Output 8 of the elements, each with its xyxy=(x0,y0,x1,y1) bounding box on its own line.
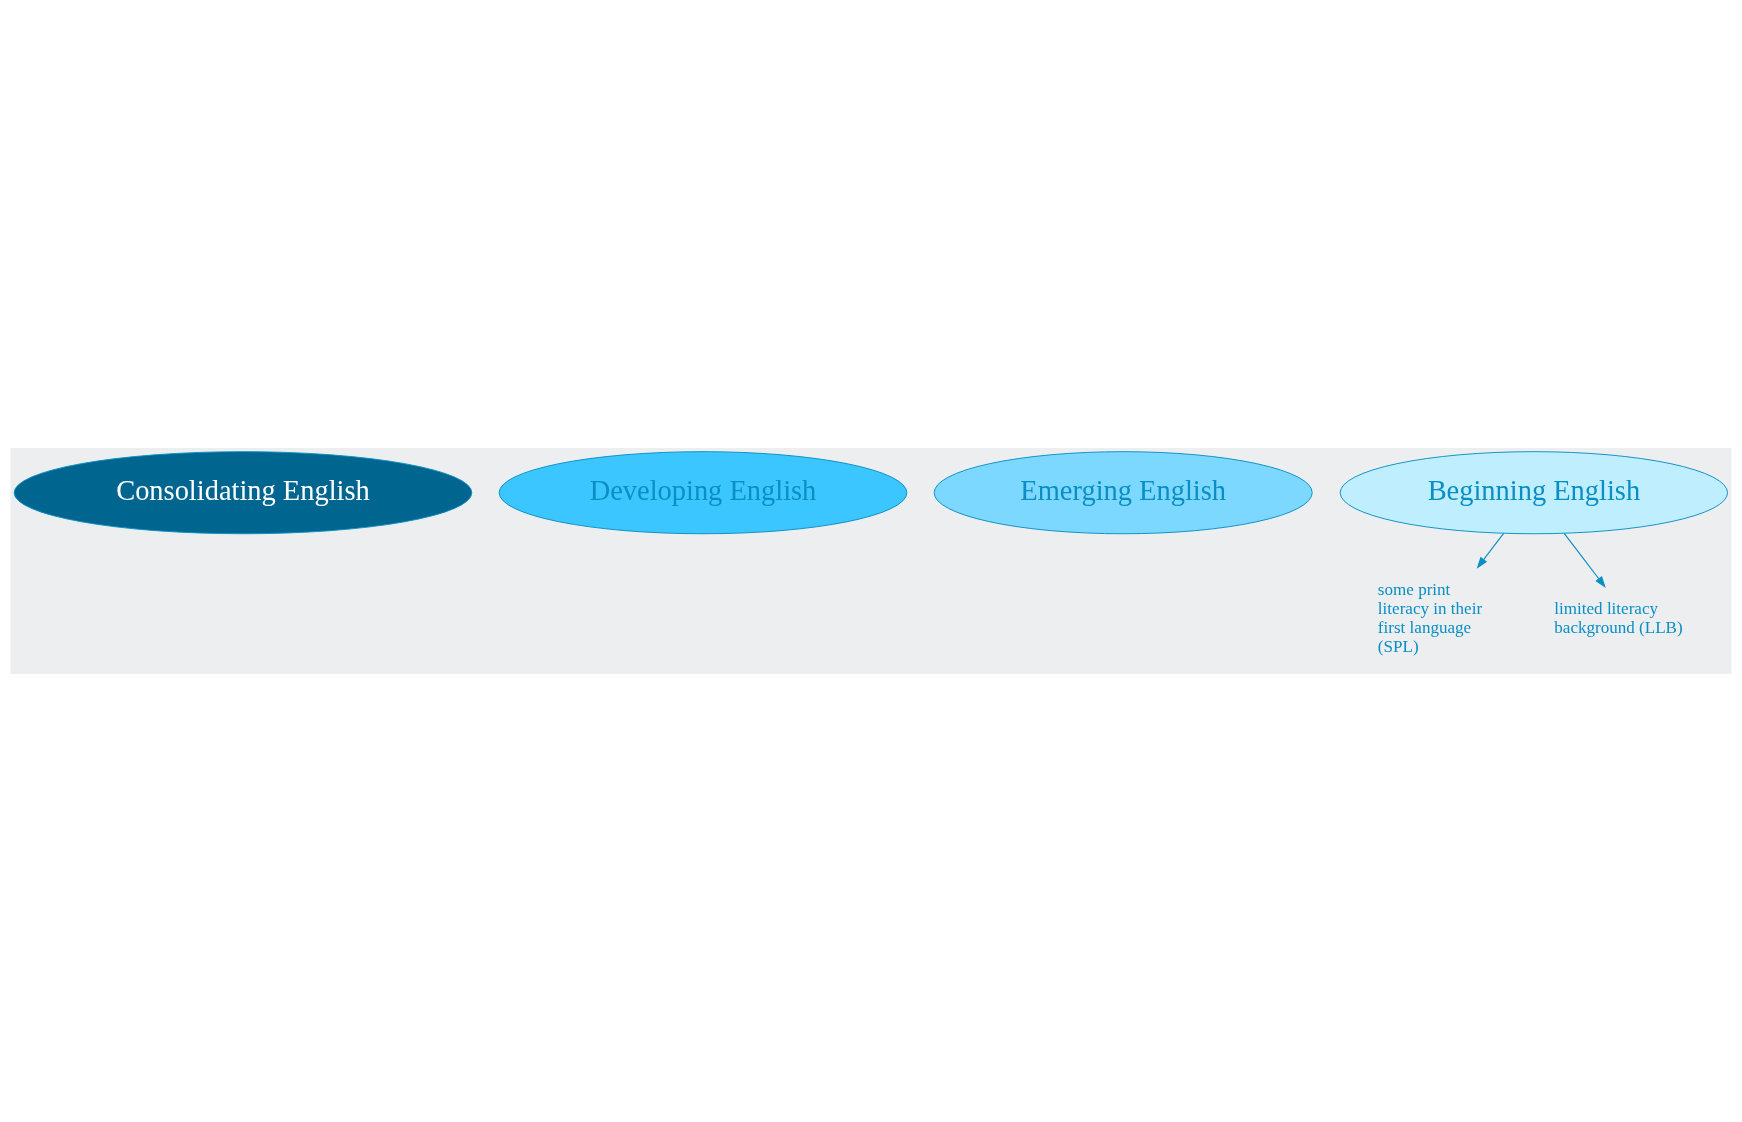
arrow xyxy=(1476,532,1505,569)
node-text: some print literacy in their first language (SPL) xyxy=(1377,579,1483,656)
node-ellipse: Developing English xyxy=(498,451,908,535)
node-ellipse: Consolidating English xyxy=(13,451,473,535)
node-ellipse: Beginning English xyxy=(1339,451,1729,535)
arrow xyxy=(1563,532,1606,588)
node-text: limited literacy background (LLB) xyxy=(1554,598,1683,637)
node-ellipse: Emerging English xyxy=(933,451,1313,535)
